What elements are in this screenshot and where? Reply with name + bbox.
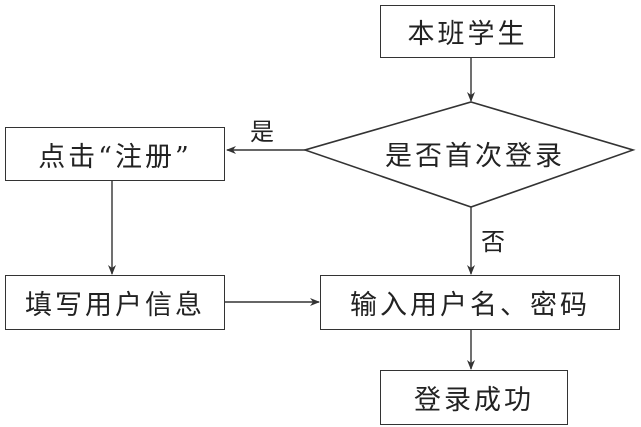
node-success-label: 登录成功 [414,385,534,416]
node-register-label: 点击“注册” [38,141,192,173]
node-fill-info-label: 填写用户信息 [25,290,205,321]
node-start: 本班学生 [380,5,555,58]
node-register: 点击“注册” [5,127,225,181]
node-input-credentials-label: 输入用户名、密码 [350,290,590,321]
node-input-credentials: 输入用户名、密码 [320,275,620,330]
node-start-label: 本班学生 [407,19,528,50]
node-decision-label: 是否首次登录 [385,141,565,172]
node-success: 登录成功 [380,370,568,425]
edge-label-yes: 是 [250,118,274,146]
node-fill-info: 填写用户信息 [5,275,225,330]
edge-label-no: 否 [481,228,505,256]
